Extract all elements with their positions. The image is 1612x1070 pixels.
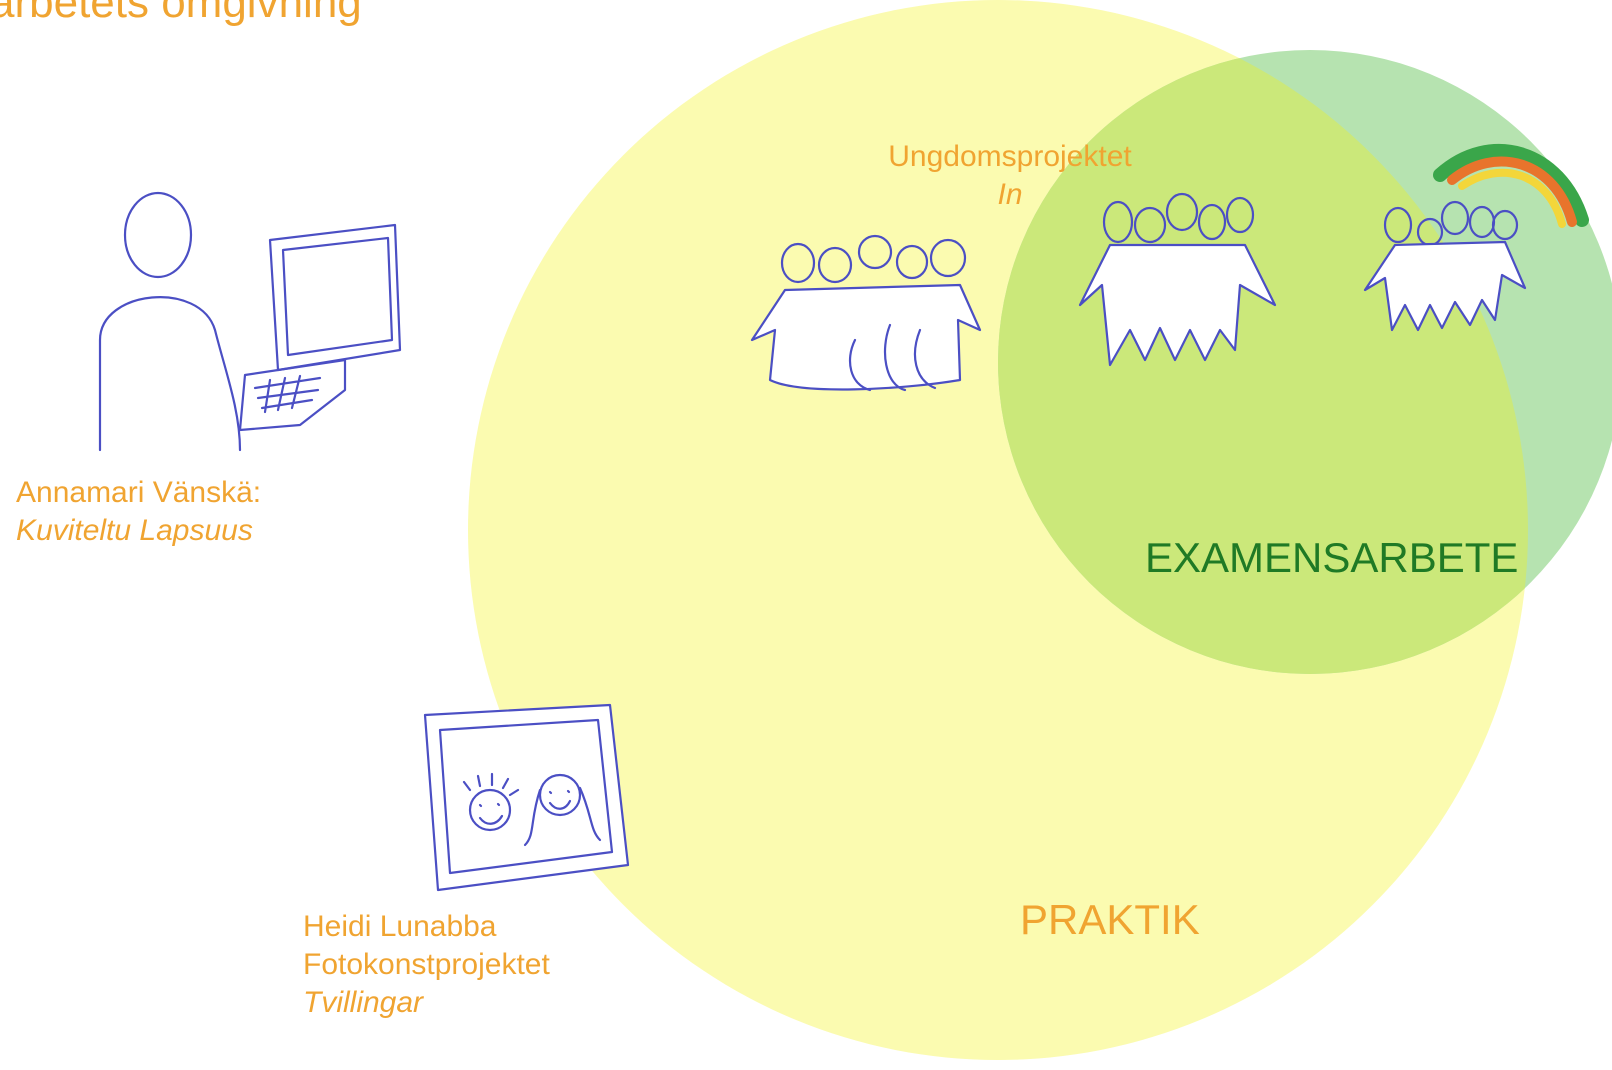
framed-photo-icon: [423, 703, 630, 892]
person-at-computer-icon: [98, 191, 402, 452]
heidi-author: Heidi Lunabba: [303, 910, 497, 943]
page-title: arbetets omgivning: [0, 0, 362, 27]
ungdomsprojektet-title: Ungdomsprojektet: [888, 140, 1132, 173]
ungdomsprojektet-label: Ungdomsprojektet In: [880, 138, 1140, 214]
group-icon: [1078, 192, 1277, 367]
annamari-work: Kuviteltu Lapsuus: [16, 514, 253, 547]
heidi-project: Fotokonstprojektet: [303, 948, 550, 981]
group-with-rainbow-icon: [1363, 144, 1589, 332]
examensarbete-label: EXAMENSARBETE: [1145, 534, 1519, 581]
annamari-label: Annamari Vänskä: Kuviteltu Lapsuus: [16, 474, 261, 550]
group-icon: [750, 234, 982, 392]
ungdomsprojektet-subtitle: In: [997, 178, 1023, 211]
praktik-label: PRAKTIK: [1020, 896, 1200, 943]
heidi-label: Heidi Lunabba Fotokonstprojektet Tvillin…: [303, 908, 550, 1022]
annamari-author: Annamari Vänskä:: [16, 476, 262, 509]
heidi-work: Tvillingar: [303, 986, 424, 1019]
